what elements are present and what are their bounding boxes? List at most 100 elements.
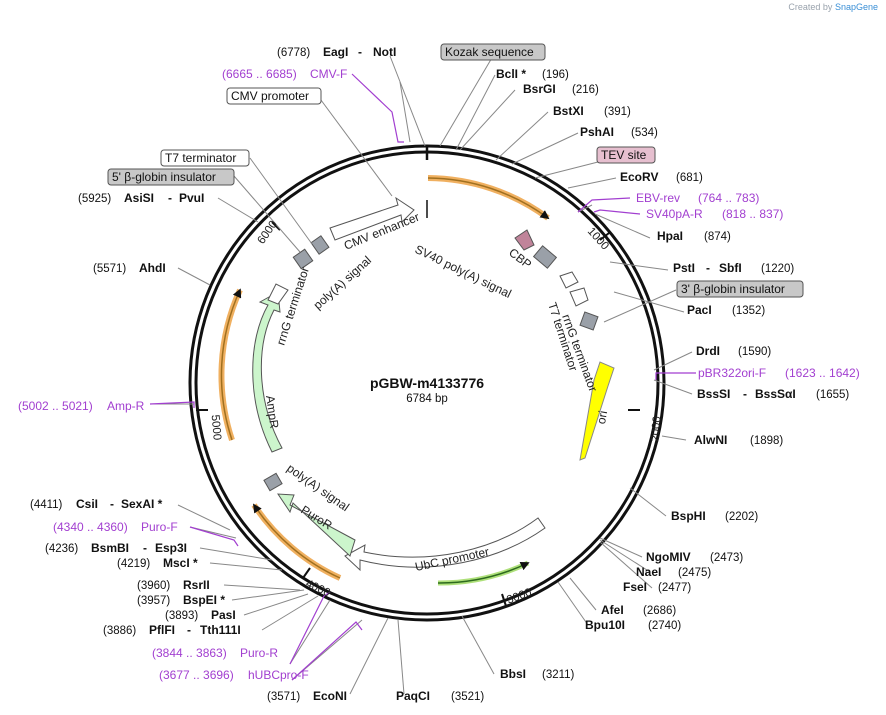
enzyme-esp3i: Esp3I [155, 541, 187, 555]
primer-sv40par: SV40pA-R [646, 207, 703, 221]
enzyme-alwni: AlwNI [694, 433, 727, 447]
orf-halo-top [427, 175, 550, 221]
ubc-promoter-arrow [344, 517, 546, 572]
primer-hubcprof-range: (3677 .. 3696) [159, 668, 234, 682]
primer-puror: Puro-R [240, 646, 278, 660]
enzyme-ngomiv-pos: (2473) [710, 552, 743, 564]
enzyme-bstxi: BstXI [553, 104, 584, 118]
primer-puror-range: (3844 .. 3863) [152, 646, 227, 660]
primer-purof-range: (4340 .. 4360) [53, 520, 128, 534]
enzyme-hpai: HpaI [657, 229, 683, 243]
primer-pbr322orif: pBR322ori-F [698, 366, 766, 380]
enzyme-fsei: FseI [623, 580, 647, 594]
enzyme-sep: - [143, 541, 147, 555]
enzyme-sep: - [358, 45, 362, 59]
polya-box-left [292, 248, 314, 270]
enzyme-econi-pos: (3571) [267, 691, 300, 703]
enzyme-bspei-pos: (3957) [137, 595, 170, 607]
feature-ampr: AmpR [263, 394, 282, 429]
enzyme-sep: - [187, 623, 191, 637]
orf-line-top [427, 177, 550, 220]
enzyme-eagi: EagI [323, 45, 348, 59]
enzyme-ngomiv: NgoMIV [646, 550, 691, 564]
enzyme-bpu10i-pos: (2740) [648, 620, 681, 632]
feature-puror: PuroR [298, 503, 335, 533]
t7-terminator-label: T7 terminator [165, 151, 236, 165]
enzyme-drdi: DrdI [696, 344, 720, 358]
primer-purof: Puro-F [141, 520, 178, 534]
primer-sv40par-range: (818 .. 837) [722, 207, 783, 221]
cmv-promoter-box [226, 87, 322, 105]
feature-sv40-polya: SV40 poly(A) signal [413, 242, 514, 301]
enzyme-ahdi: AhdI [139, 261, 166, 275]
enzyme-naei: NaeI [636, 565, 661, 579]
enzyme-rsrii-pos: (3960) [137, 580, 170, 592]
enzyme-hpai-pos: (874) [704, 231, 731, 243]
kozak-box [440, 43, 546, 61]
feature-polya-left: poly(A) signal [311, 253, 374, 312]
enzyme-bsphi: BspHI [671, 509, 706, 523]
primer-cmvf: CMV-F [310, 67, 347, 81]
enzyme-econi: EcoNI [313, 689, 347, 703]
enzyme-bcli: BclI * [496, 67, 526, 81]
cbp-feature [514, 229, 535, 251]
tick-6000 [271, 221, 281, 231]
feature-ori: ori [594, 410, 610, 426]
plasmid-length: 6784 bp [406, 393, 448, 405]
leader-lines [150, 55, 693, 695]
primer-hubcprof: hUBCpro-F [248, 668, 309, 682]
polya-box-bottom-left [263, 472, 283, 492]
enzyme-sbfi: SbfI [719, 261, 742, 275]
enzyme-sep: - [743, 387, 747, 401]
enzyme-bcli-pos: (196) [542, 69, 569, 81]
enzyme-bbsi-pos: (3211) [542, 669, 575, 681]
enzyme-asisi: AsiSI [124, 191, 154, 205]
brand-prefix: Created by [788, 2, 833, 12]
cmv-enhancer-arrow [329, 196, 415, 241]
rrnG-term-arrow-left [267, 283, 289, 305]
primer-ebvrev-range: (764 .. 783) [698, 191, 759, 205]
enzyme-rsrii: RsrII [183, 578, 210, 592]
enzyme-alwni-pos: (1898) [750, 435, 783, 447]
enzyme-ecorv: EcoRV [620, 170, 658, 184]
primer-cmvf-range: (6665 .. 6685) [222, 67, 297, 81]
enzyme-msci: MscI * [163, 556, 198, 570]
enzyme-bsphi-pos: (2202) [725, 511, 758, 523]
tick-3000 [501, 593, 507, 607]
enzyme-afei-pos: (2686) [643, 605, 676, 617]
enzyme-bpu10i: Bpu10I [585, 618, 625, 632]
globin-3-box [676, 280, 804, 298]
tick-label-5000: 5000 [209, 414, 223, 441]
enzyme-paqci-pos: (3521) [451, 691, 484, 703]
plasmid-name: pGBW-m4133776 [370, 375, 484, 391]
enzyme-naei-pos: (2475) [678, 567, 711, 579]
enzyme-pflfi: PflFI [149, 623, 175, 637]
rrnG-term-arrow-right [559, 271, 579, 289]
primer-ampr: Amp-R [107, 399, 145, 413]
enzyme-noti: NotI [373, 45, 396, 59]
t7-term-arrow-right [569, 287, 589, 307]
enzyme-ecorv-pos: (681) [676, 172, 703, 184]
enzyme-asisi-pos: (5925) [78, 193, 111, 205]
primer-leaders [149, 73, 696, 681]
enzyme-pasi: PasI [211, 608, 236, 622]
tick-label-2000: 2000 [649, 416, 663, 443]
enzyme-csii: CsiI [76, 497, 98, 511]
enzyme-sep: - [110, 497, 114, 511]
primer-ebvrev: EBV-rev [636, 191, 680, 205]
enzyme-bspei: BspEI * [183, 593, 225, 607]
primer-ampr-range: (5002 .. 5021) [18, 399, 93, 413]
enzyme-pshai: PshAI [580, 125, 614, 139]
term-box-right [579, 311, 599, 331]
enzyme-sexai: SexAI * [121, 497, 163, 511]
enzyme-psti-pos: (1220) [761, 263, 794, 275]
enzyme-paqci: PaqCI [396, 689, 430, 703]
enzyme-pshai-pos: (534) [631, 127, 658, 139]
enzyme-msci-pos: (4219) [117, 558, 150, 570]
tev-label: TEV site [601, 148, 647, 162]
orf-line-left [220, 288, 242, 441]
green-orf-line [437, 562, 530, 584]
enzyme-bsssi: BssSI [697, 387, 730, 401]
ori-arrow [579, 361, 615, 461]
